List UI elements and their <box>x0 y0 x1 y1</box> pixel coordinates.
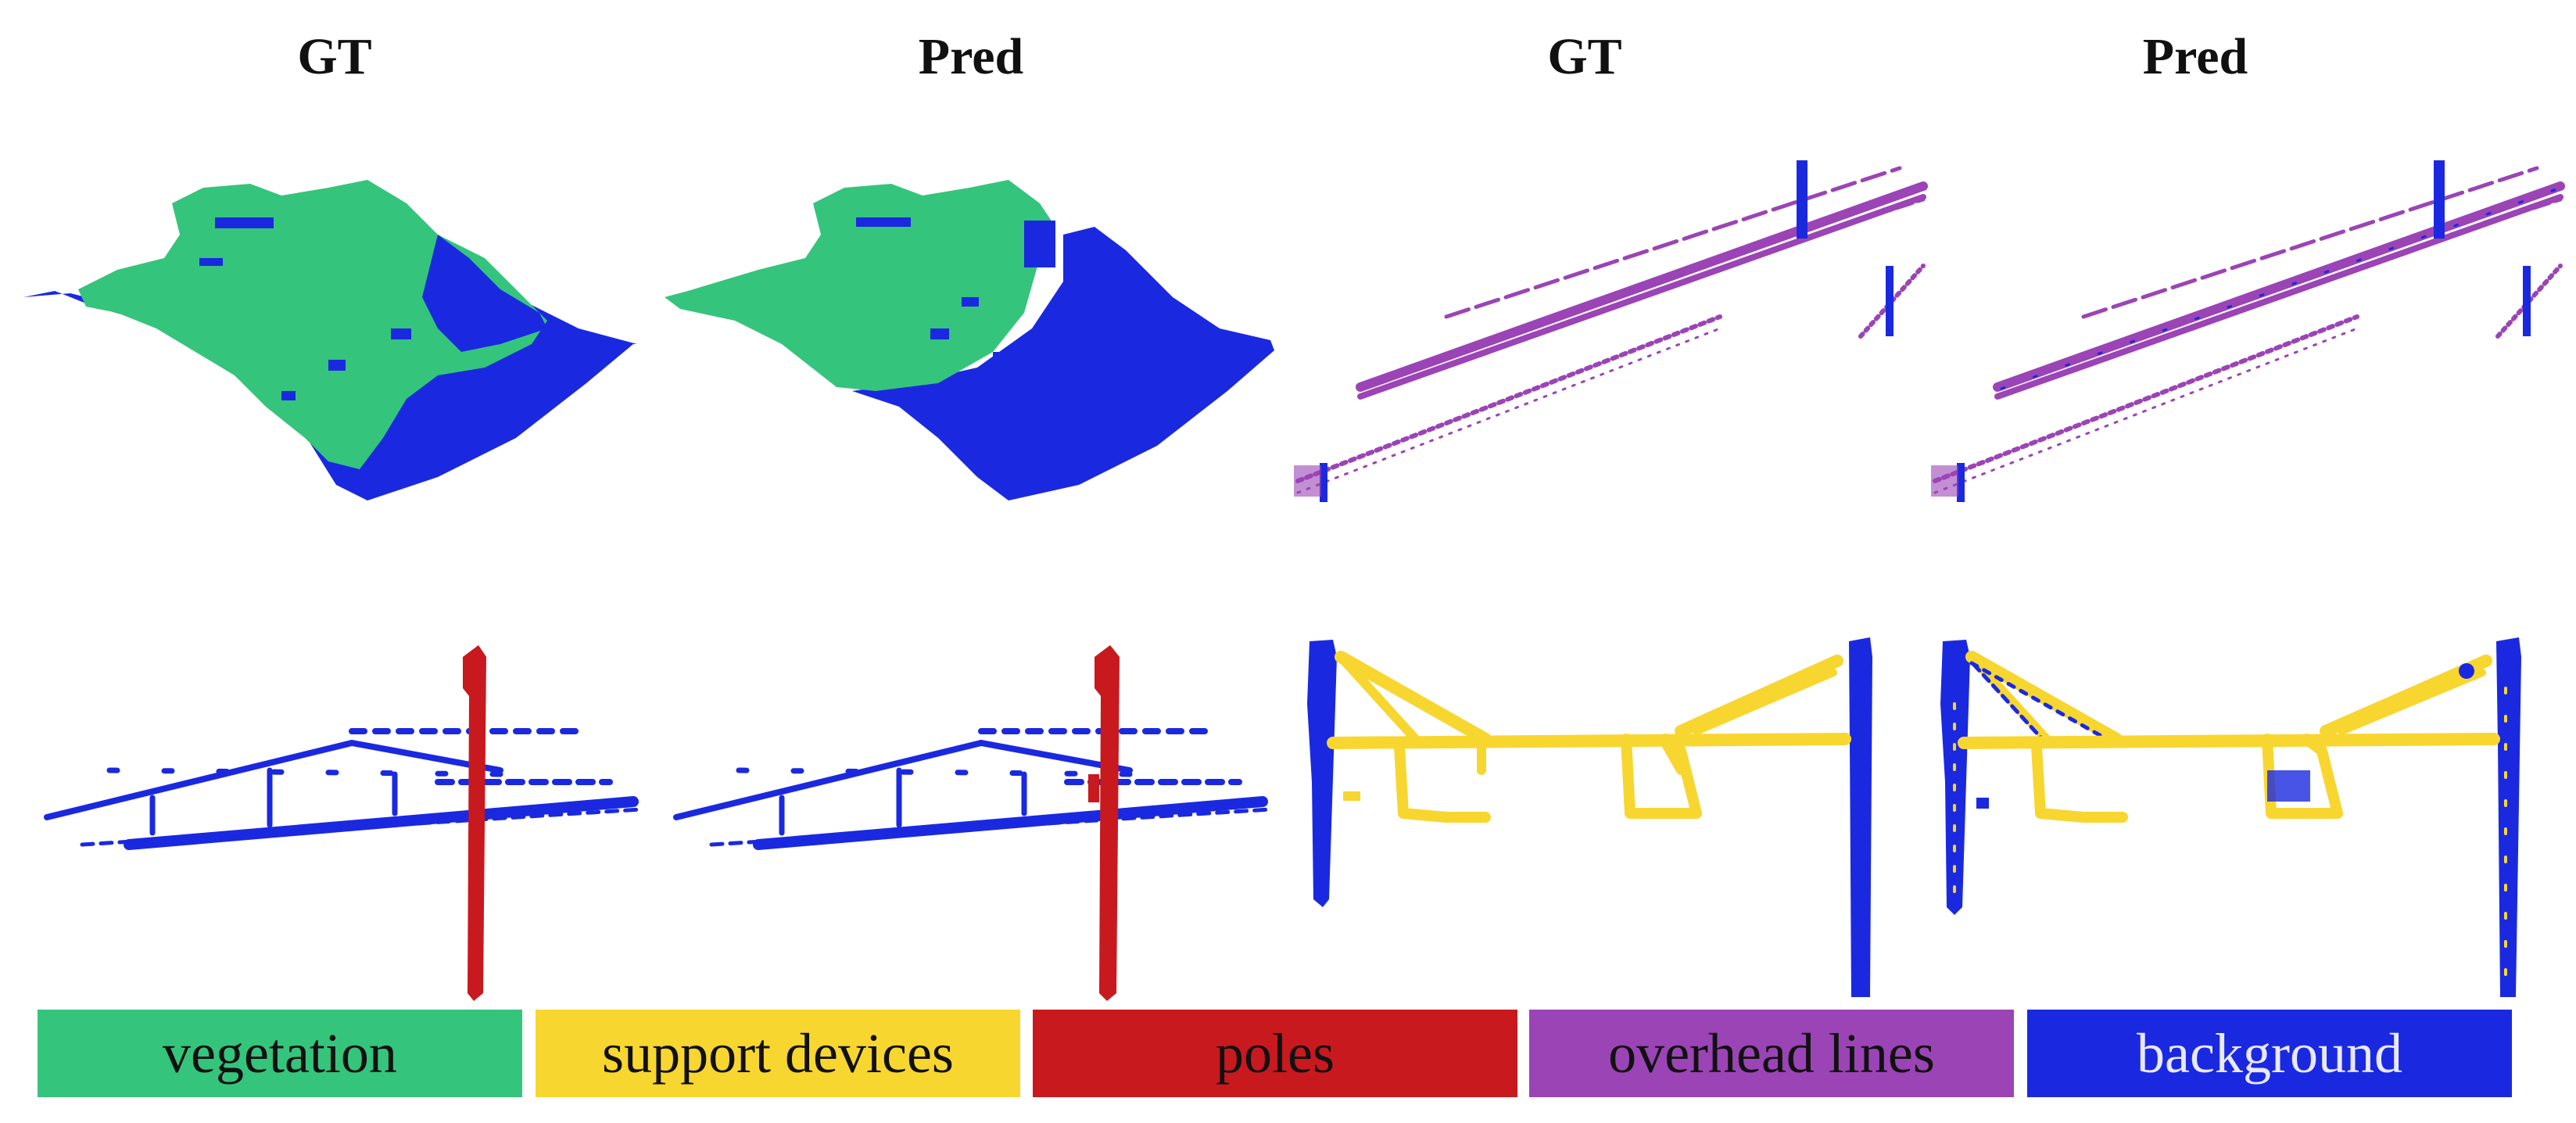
support-device <box>1335 651 1492 745</box>
background-points-on-arm <box>1972 662 2047 744</box>
background-wire <box>44 740 355 820</box>
legend-overhead-lines: overhead lines <box>1529 1010 2014 1097</box>
legend-label-background: background <box>2137 1022 2402 1085</box>
overhead-line-segment <box>1294 465 1321 497</box>
overhead-line <box>1296 327 1722 494</box>
overhead-line <box>1993 181 2565 392</box>
legend-label-vegetation: vegetation <box>163 1022 397 1085</box>
pole-points-misclassified <box>1088 774 1099 802</box>
background-wire <box>80 807 643 847</box>
column-title-pred-1: Pred <box>918 28 1024 85</box>
panel-r1-c2-pred-vegetation <box>665 180 1274 501</box>
vegetation-points <box>665 180 1055 391</box>
overhead-line <box>1933 327 2359 494</box>
support-device <box>1343 791 1360 801</box>
column-title-gt-1: GT <box>297 28 372 85</box>
background-mast <box>1320 463 1327 502</box>
overhead-line <box>1295 314 1722 483</box>
background-patch <box>856 217 911 227</box>
overhead-line <box>2081 166 2539 319</box>
support-device <box>2338 669 2486 735</box>
background-left-mast <box>1307 640 1337 907</box>
background-mast <box>1797 160 1807 239</box>
background-patch <box>993 352 1009 360</box>
background-mast <box>2523 266 2531 336</box>
legend-label-support-devices: support devices <box>602 1022 954 1085</box>
legend-background: background <box>2027 1010 2512 1097</box>
background-wire <box>673 740 984 820</box>
support-device <box>1621 734 1702 819</box>
background-ground-points <box>852 227 1274 501</box>
support-device <box>1675 655 1843 737</box>
background-right-mast <box>1849 637 1872 997</box>
support-device <box>1958 733 2500 749</box>
overhead-line-segment <box>1931 465 1958 497</box>
background-right-mast <box>2496 637 2521 997</box>
support-device <box>1693 669 1837 735</box>
overhead-line <box>1933 314 2359 483</box>
panel-r2-c4-pred-portal <box>1940 637 2521 997</box>
background-patch <box>199 258 223 266</box>
background-points-on-arm <box>1969 661 2113 744</box>
panel-r2-c3-gt-portal <box>1307 637 1872 997</box>
column-title-gt-2: GT <box>1547 28 1622 85</box>
background-wire <box>709 807 1273 847</box>
panel-r2-c1-gt-pole <box>44 645 643 1001</box>
vegetation-points <box>78 180 547 469</box>
background-mast <box>1957 463 1965 502</box>
column-title-pred-2: Pred <box>2142 28 2248 85</box>
background-patch <box>1024 221 1055 267</box>
background-patch <box>391 328 411 339</box>
overhead-line <box>1444 166 1902 319</box>
background-points-inside <box>422 235 547 352</box>
support-device <box>1394 741 1491 823</box>
support-device <box>1327 733 1851 749</box>
background-mast <box>2434 160 2445 239</box>
legend-label-poles: poles <box>1216 1022 1335 1085</box>
pole-points <box>463 645 486 1001</box>
background-patch <box>930 328 949 339</box>
background-patch <box>281 391 296 400</box>
support-device <box>2031 741 2128 823</box>
background-wire <box>736 767 1133 777</box>
legend-vegetation: vegetation <box>38 1010 522 1097</box>
background-left-mast <box>1940 640 1970 915</box>
panel-r1-c4-pred-overhead-lines <box>1931 160 2565 502</box>
background-wire <box>106 767 503 777</box>
background-patch <box>1976 798 1989 809</box>
background-patch <box>962 297 979 307</box>
legend-poles: poles <box>1033 1010 1517 1097</box>
legend-label-overhead-lines: overhead lines <box>1608 1022 1935 1085</box>
overhead-line <box>1356 181 1928 392</box>
support-device <box>1336 652 1424 748</box>
support-device <box>1661 738 1686 775</box>
background-patch <box>215 217 274 228</box>
background-patch <box>328 360 346 371</box>
background-patch <box>2267 770 2310 802</box>
legend-support-devices: support devices <box>536 1010 1020 1097</box>
overhead-line <box>2449 197 2563 237</box>
panel-r1-c3-gt-overhead-lines <box>1294 160 1928 502</box>
point-cloud-panels <box>23 160 2565 1001</box>
support-device <box>1965 651 2123 745</box>
pole-points <box>1095 645 1120 1001</box>
panel-r1-c1-gt-vegetation <box>23 180 637 501</box>
background-patch <box>2459 663 2474 679</box>
overhead-line <box>1811 197 1926 237</box>
panel-r2-c2-pred-pole <box>673 645 1273 1001</box>
background-mast <box>1886 266 1893 336</box>
